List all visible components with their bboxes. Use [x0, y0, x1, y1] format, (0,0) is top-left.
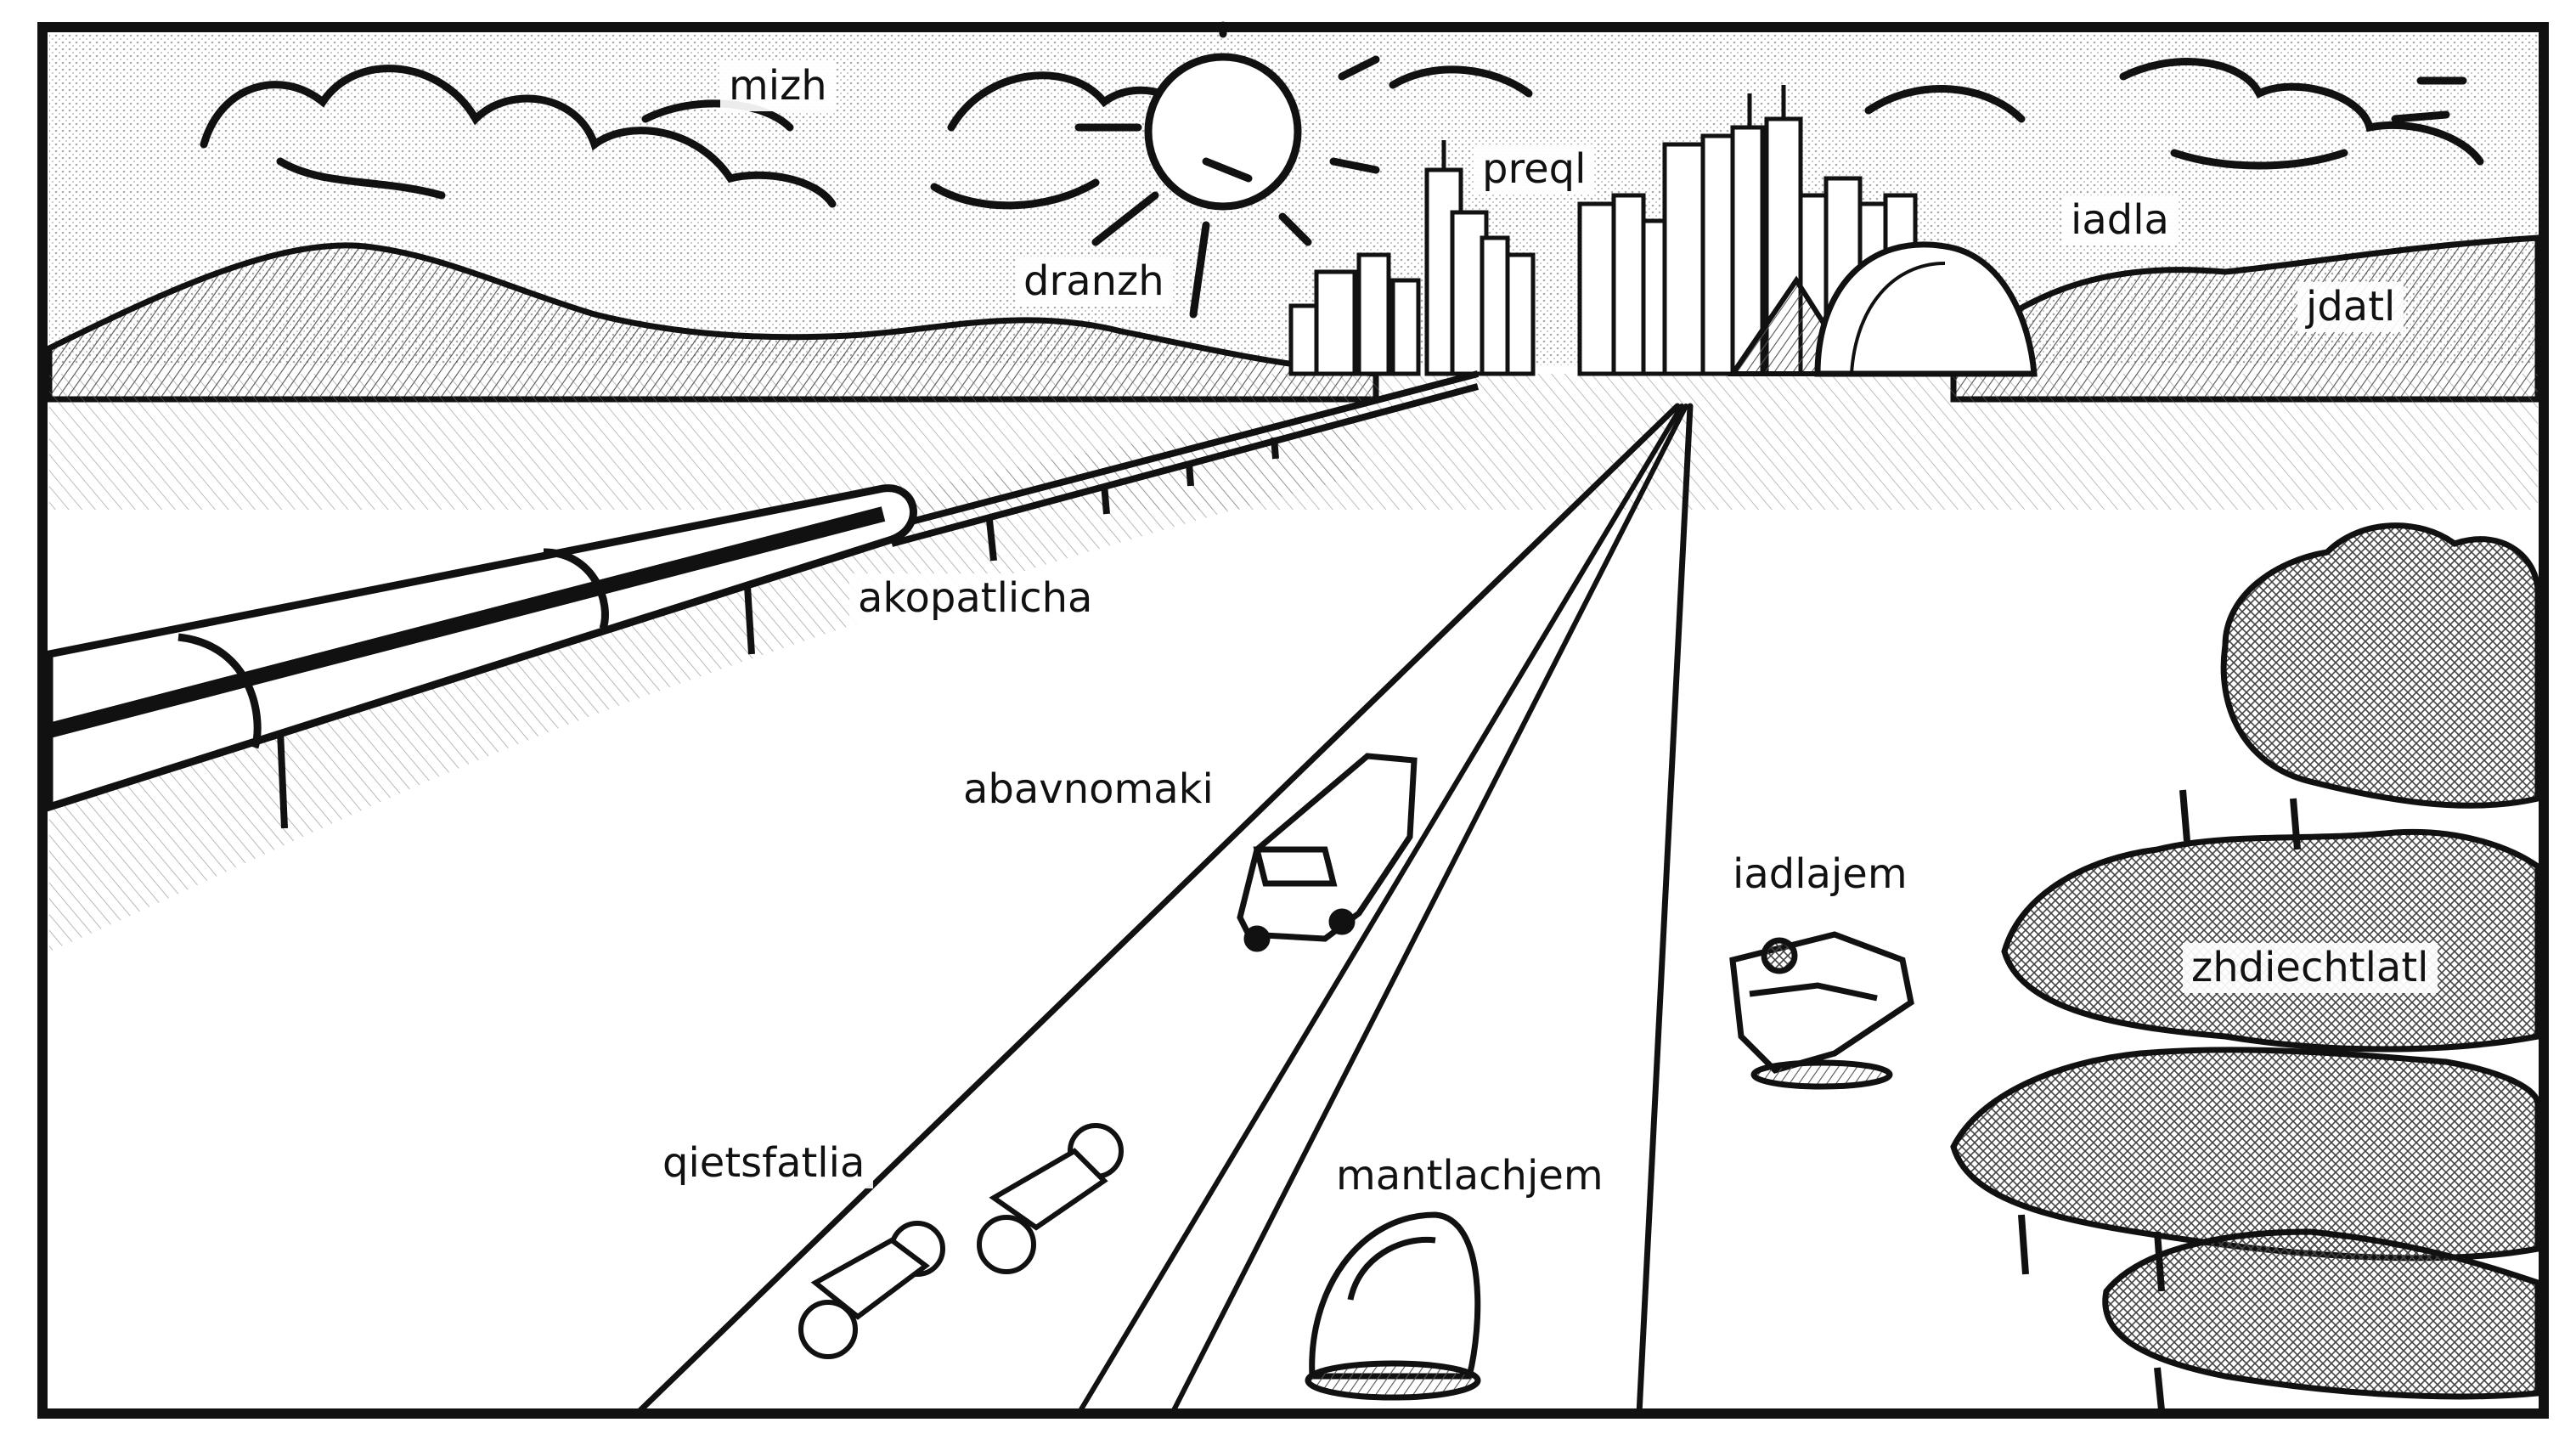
hills-right	[1950, 234, 2541, 403]
label-city: preql	[1474, 144, 1595, 195]
field-left-shading	[49, 408, 1359, 951]
label-hill: iadla	[2062, 195, 2178, 246]
label-beetle-car: mantlachjem	[1327, 1151, 1612, 1202]
hover-car	[1729, 931, 1914, 1090]
sun-icon	[1074, 21, 1380, 319]
forest	[1950, 522, 2541, 1400]
tree-trunks	[2018, 789, 2301, 1411]
mountains-left	[46, 242, 1379, 403]
label-train: akopatlicha	[849, 573, 1102, 624]
label-hover-car: iadlajem	[1724, 850, 1916, 900]
monorail-train	[45, 484, 917, 813]
label-motorcycles: qietsfatlia	[654, 1138, 874, 1189]
label-van: abavnomaki	[955, 765, 1222, 816]
label-forest: zhdiechtlatl	[2183, 943, 2438, 994]
label-dome-hill: jdatl	[2297, 282, 2404, 333]
van	[1237, 753, 1418, 952]
label-sky: mizh	[720, 61, 836, 112]
motorcycles	[798, 1123, 1124, 1359]
beetle-car	[1305, 1211, 1481, 1401]
monorail-track	[277, 370, 1480, 829]
highway	[634, 403, 1694, 1417]
dome-building	[1814, 241, 2038, 377]
label-sun: dranzh	[1015, 257, 1173, 308]
